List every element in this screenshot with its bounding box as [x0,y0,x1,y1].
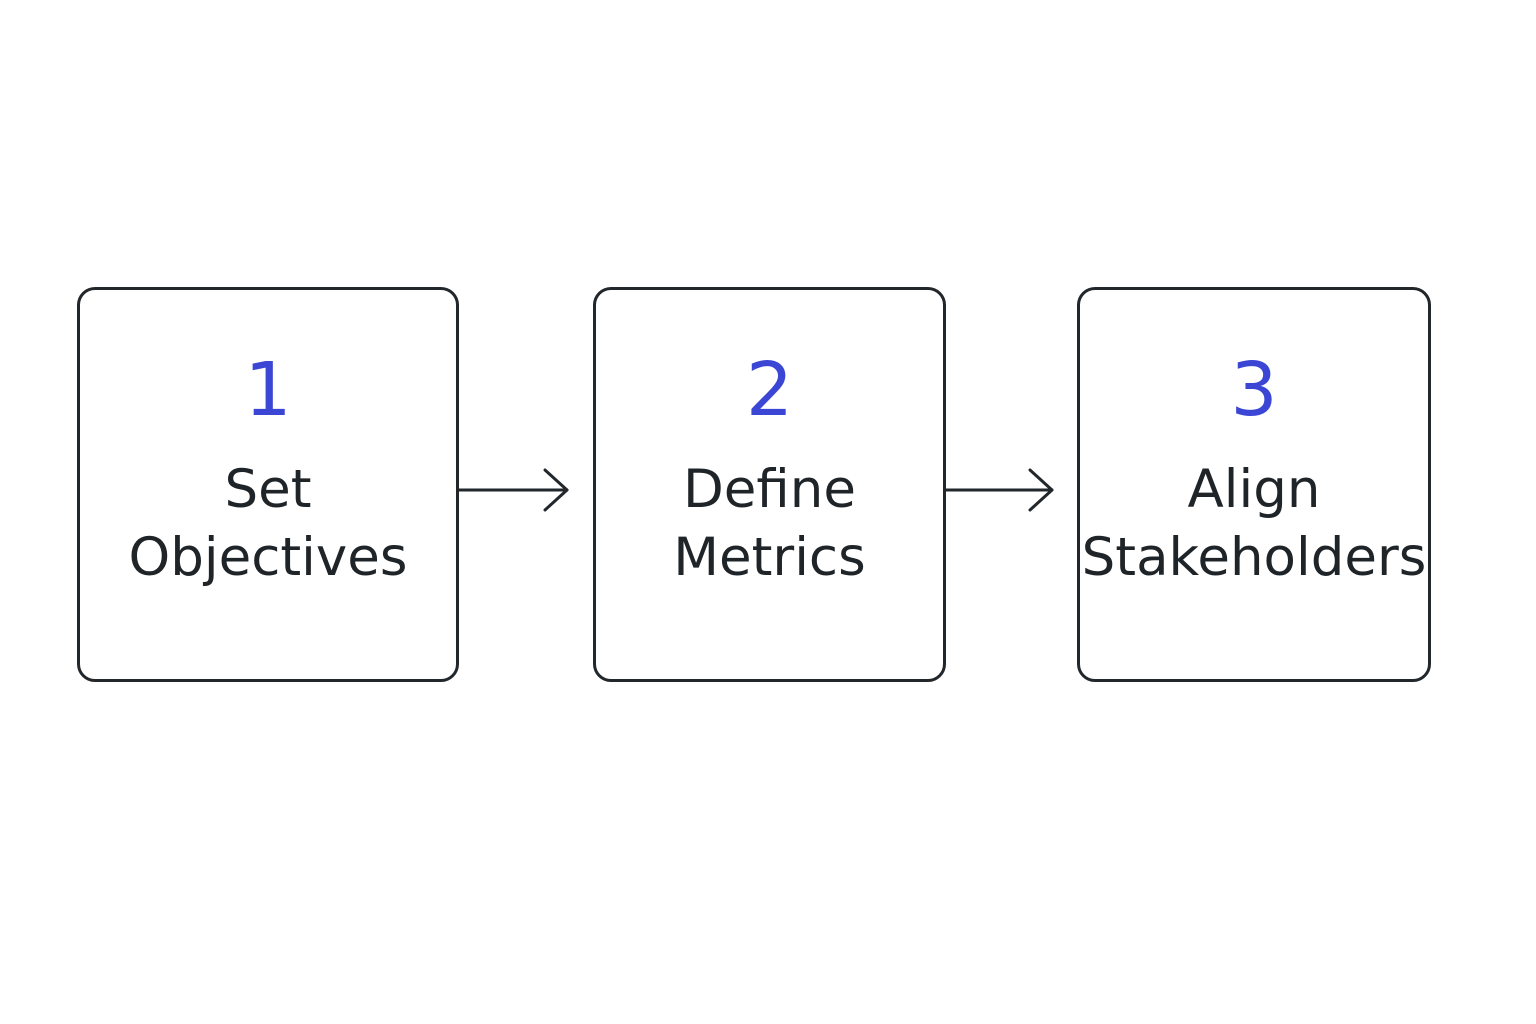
step-label: Align Stakeholders [1082,456,1427,592]
step-number: 3 [1230,347,1278,433]
step-number: 2 [745,347,794,433]
step-number: 1 [244,347,292,433]
step-label-line: Define [682,459,856,520]
arrow-right-icon [944,466,1056,514]
step-label: Set Objectives [129,456,408,592]
arrow-right-icon [457,466,571,514]
step-label-line: Set [224,459,312,520]
step-box-set-objectives: 1 Set Objectives [77,287,459,682]
step-label-line: Stakeholders [1081,527,1427,588]
step-label-line: Objectives [128,527,408,588]
step-box-align-stakeholders: 3 Align Stakeholders [1077,287,1431,682]
step-label-line: Align [1187,459,1321,520]
step-label: Define Metrics [673,456,865,592]
step-box-define-metrics: 2 Define Metrics [593,287,946,682]
step-label-line: Metrics [673,527,866,588]
